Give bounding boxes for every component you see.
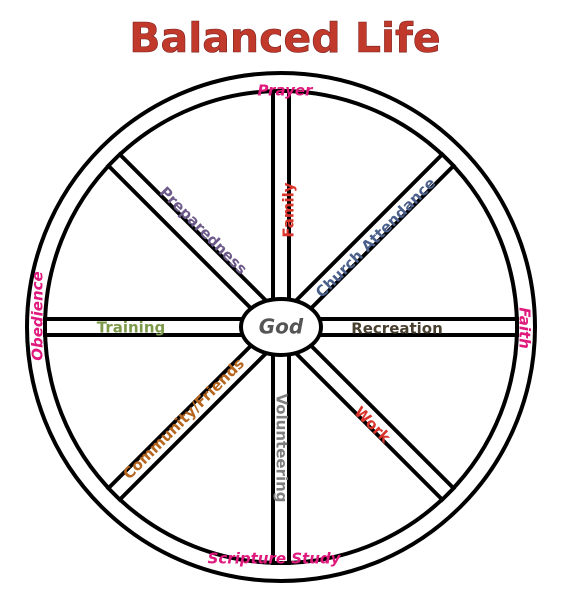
label-obedience: Obedience xyxy=(29,271,47,360)
label-scripture-study: Scripture Study xyxy=(208,550,342,568)
wheel-hub xyxy=(239,297,323,357)
page-title: Balanced Life xyxy=(129,14,440,62)
label-preparedness: Preparedness xyxy=(156,183,251,278)
label-community-friends: Community/Friends xyxy=(119,354,248,483)
label-training: Training xyxy=(97,319,165,337)
label-prayer: Prayer xyxy=(258,82,315,100)
label-faith: Faith xyxy=(516,307,534,349)
label-recreation: Recreation xyxy=(351,320,443,338)
label-church-attendance: Church Attendance xyxy=(312,174,439,301)
label-volunteering: Volunteering xyxy=(273,393,291,502)
label-god: God xyxy=(259,315,304,339)
label-family: Family xyxy=(280,182,298,237)
